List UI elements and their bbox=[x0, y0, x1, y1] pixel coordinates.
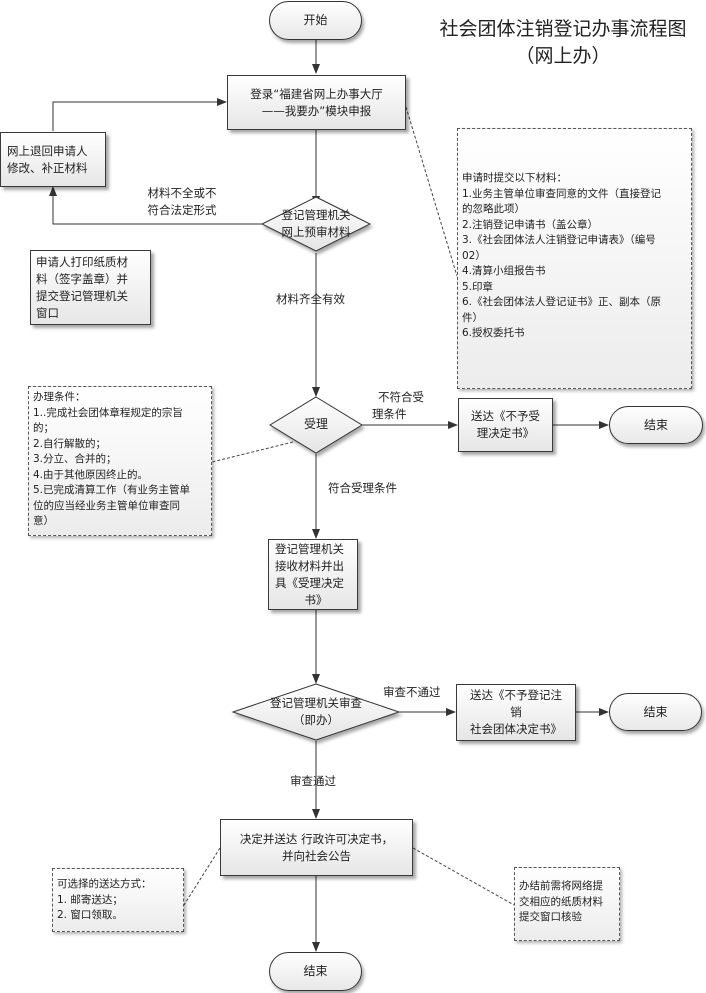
end-terminal-3: 结束 bbox=[269, 952, 362, 991]
conditions-item: 3.分立、合并的； bbox=[33, 453, 117, 465]
materials-item: 02） bbox=[462, 249, 486, 262]
not-meet-line-1: 不符合受 bbox=[378, 390, 424, 404]
print-line-3: 提交登记管理机关 bbox=[36, 288, 128, 303]
conditions-item: 2.自行解散的； bbox=[33, 437, 107, 450]
return-line-2: 修改、补正材料 bbox=[7, 160, 88, 175]
reject-line-1: 送达《不予受 bbox=[471, 409, 540, 423]
note-link-paper bbox=[412, 847, 515, 906]
edge-return-login bbox=[52, 98, 227, 131]
delivery-item: 2. 窗口领取。 bbox=[57, 909, 123, 921]
prereview-line-2: 网上预审材料 bbox=[281, 225, 351, 239]
edge-prereview-return bbox=[49, 186, 262, 225]
review-label: 登记管理机关审查 （即办） bbox=[256, 695, 376, 729]
edge-label-complete: 材料齐全有效 bbox=[276, 291, 376, 308]
materials-item: 2.注销登记申请书（盖公章） bbox=[462, 218, 599, 231]
return-line-1: 网上退回申请人 bbox=[7, 143, 88, 158]
edge-label-not-meet: 不符合受 理条件 bbox=[372, 389, 452, 423]
title-line-1: 社会团体注销登记办事流程图 bbox=[439, 18, 687, 40]
deny-line-3: 社会团体决定书》 bbox=[470, 722, 562, 736]
note-link-materials bbox=[405, 106, 458, 277]
deny-line-2: 销 bbox=[510, 705, 522, 719]
print-line-1: 申请人打印纸质材 bbox=[36, 254, 128, 269]
not-meet-line-2: 理条件 bbox=[372, 407, 407, 421]
delivery-note: 可选择的送达方式： 1. 邮寄送达； 2. 窗口领取。 bbox=[52, 868, 184, 932]
materials-item: 1.业务主管单位审查同意的文件（直接登记 bbox=[462, 187, 662, 200]
edge-label-pass: 审查通过 bbox=[290, 773, 370, 790]
conditions-item: 5.已完成清算工作（有业务主管单 bbox=[33, 484, 191, 496]
conditions-item: 意） bbox=[33, 515, 54, 527]
edge-label-fail: 审查不通过 bbox=[383, 684, 463, 701]
receive-step: 登记管理机关 接收材料并出 具《受理决定 书》 bbox=[268, 539, 358, 610]
login-step: 登录“福建省网上办事大厅 ——我要办”模块申报 bbox=[227, 75, 406, 130]
conditions-heading: 办理条件： bbox=[33, 391, 86, 403]
print-step: 申请人打印纸质材 料（签字盖章）并 提交登记管理机关 窗口 bbox=[30, 250, 151, 325]
materials-item: 5.印章 bbox=[462, 280, 494, 293]
end-terminal-2: 结束 bbox=[609, 693, 702, 731]
fail-text: 审查不通过 bbox=[383, 685, 441, 699]
meet-text: 符合受理条件 bbox=[328, 481, 397, 495]
note-link-conditions bbox=[211, 441, 294, 463]
edge-label-meet: 符合受理条件 bbox=[328, 480, 428, 497]
decide-line-1: 决定并送达 行政许可决定书， bbox=[239, 831, 394, 846]
login-line-1: 登录“福建省网上办事大厅 bbox=[250, 86, 383, 101]
deny-notice-step: 送达《不予登记注 销 社会团体决定书》 bbox=[456, 684, 576, 741]
materials-item: 4.清算小组报告书 bbox=[462, 265, 546, 277]
receive-line-3: 具《受理决定 bbox=[275, 575, 344, 590]
paper-item: 交相应的纸质材料 bbox=[519, 895, 603, 908]
paper-item: 提交窗口核验 bbox=[519, 911, 582, 923]
receive-line-2: 接收材料并出 bbox=[275, 558, 344, 573]
prereview-diamond bbox=[260, 196, 372, 252]
conditions-note: 办理条件： 1..完成社会团体章程规定的宗旨 的； 2.自行解散的； 3.分立、… bbox=[28, 386, 212, 536]
materials-item: 6.授权委托书 bbox=[462, 327, 525, 339]
accept-diamond bbox=[269, 396, 363, 454]
accept-label: 受理 bbox=[286, 416, 346, 433]
accept-text: 受理 bbox=[303, 417, 328, 431]
incomplete-line-2: 符合法定形式 bbox=[147, 203, 217, 217]
note-link-delivery bbox=[183, 847, 221, 906]
title-line-2: （网上办） bbox=[515, 45, 611, 67]
pass-text: 审查通过 bbox=[290, 774, 336, 788]
conditions-item: 1..完成社会团体章程规定的宗旨 bbox=[33, 406, 183, 419]
end-terminal-1: 结束 bbox=[609, 406, 703, 444]
review-line-1: 登记管理机关审查 bbox=[270, 696, 362, 710]
complete-text: 材料齐全有效 bbox=[276, 292, 345, 306]
end-1-label: 结束 bbox=[643, 417, 668, 432]
receive-line-1: 登记管理机关 bbox=[275, 541, 344, 556]
incomplete-line-1: 材料不全或不 bbox=[147, 186, 217, 200]
end-2-label: 结束 bbox=[643, 704, 668, 719]
deny-line-1: 送达《不予登记注 bbox=[470, 688, 562, 702]
conditions-item: 4.由于其他原因终止的。 bbox=[33, 468, 149, 481]
reject-notice-step: 送达《不予受 理决定书》 bbox=[458, 398, 553, 452]
materials-item: 6.《社会团体法人登记证书》正、副本（原 bbox=[462, 296, 662, 308]
print-line-2: 料（签字盖章）并 bbox=[36, 271, 128, 286]
conditions-item: 位的应当经业务主管单位审查同 bbox=[33, 499, 180, 512]
materials-heading: 申请时提交以下材料： bbox=[462, 172, 567, 184]
decide-step: 决定并送达 行政许可决定书， 并向社会公告 bbox=[220, 819, 413, 876]
start-label: 开始 bbox=[303, 13, 328, 27]
conditions-item: 的； bbox=[33, 422, 54, 434]
materials-item: 的忽略此项） bbox=[462, 203, 525, 215]
prereview-label: 登记管理机关 网上预审材料 bbox=[266, 207, 366, 241]
paper-note: 办结前需将网络提 交相应的纸质材料 提交窗口核验 bbox=[514, 867, 620, 941]
paper-item: 办结前需将网络提 bbox=[519, 880, 603, 892]
diagram-title: 社会团体注销登记办事流程图 （网上办） bbox=[420, 16, 706, 70]
end-3-label: 结束 bbox=[303, 964, 328, 978]
print-line-4: 窗口 bbox=[36, 305, 59, 320]
receive-line-4: 书》 bbox=[304, 592, 328, 607]
delivery-heading: 可选择的送达方式： bbox=[57, 878, 152, 890]
return-step: 网上退回申请人 修改、补正材料 bbox=[0, 132, 106, 187]
materials-item: 件） bbox=[462, 311, 483, 324]
login-line-2: ——我要办”模块申报 bbox=[261, 103, 372, 118]
prereview-line-1: 登记管理机关 bbox=[281, 208, 351, 222]
edge-label-incomplete: 材料不全或不 符合法定形式 bbox=[127, 185, 237, 219]
review-diamond bbox=[231, 683, 401, 741]
delivery-item: 1. 邮寄送达； bbox=[57, 893, 123, 906]
reject-line-2: 理决定书》 bbox=[476, 426, 535, 440]
start-terminal: 开始 bbox=[269, 1, 362, 40]
materials-note: 申请时提交以下材料： 1.业务主管单位审查同意的文件（直接登记 的忽略此项） 2… bbox=[457, 128, 692, 389]
review-line-2: （即办） bbox=[293, 713, 339, 727]
materials-item: 3.《社会团体法人注销登记申请表》（编号 bbox=[462, 234, 656, 246]
decide-line-2: 并向社会公告 bbox=[282, 848, 351, 863]
